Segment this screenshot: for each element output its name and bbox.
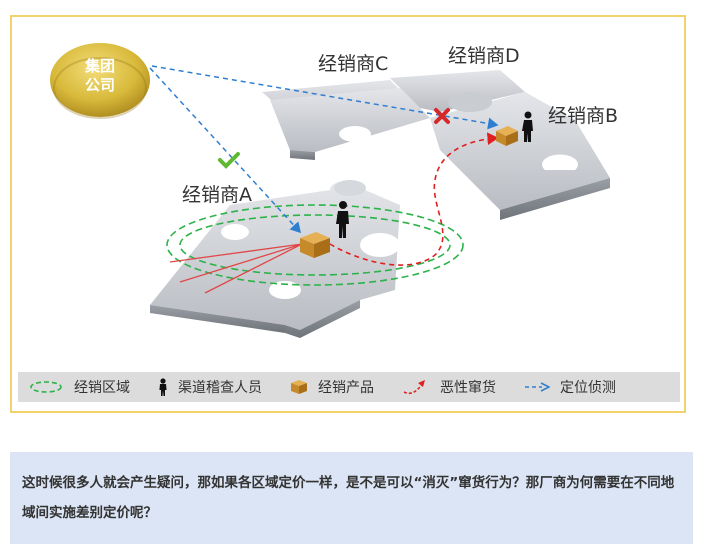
legend-item-detection: 定位侦测	[524, 377, 616, 397]
legend-label: 定位侦测	[560, 380, 616, 396]
legend-item-cross-region: 恶性窜货	[402, 377, 496, 397]
legend-bar: 经销区域 渠道稽查人员 经销产品 恶性窜货 定位侦测	[18, 372, 680, 402]
question-text: 这时候很多人就会产生疑问，那如果各区域定价一样，是不是可以“消灭”窜货行为？那厂…	[22, 475, 675, 521]
company-label-line1: 集团	[84, 57, 115, 75]
cross-icon	[434, 108, 450, 124]
sales-zone-ellipse-inner	[179, 214, 451, 276]
legend-label: 恶性窜货	[440, 380, 496, 396]
puzzle-piece-d	[390, 70, 525, 112]
dashed-ellipse-icon	[28, 380, 64, 394]
dealer-d-label: 经销商D	[448, 45, 520, 67]
detect-arrow-to-a	[149, 67, 302, 234]
cross-region-route	[329, 132, 499, 266]
question-block: 这时候很多人就会产生疑问，那如果各区域定价一样，是不是可以“消灭”窜货行为？那厂…	[10, 452, 693, 544]
red-curve-arrow-icon	[402, 378, 430, 396]
person-icon	[158, 378, 168, 396]
company-label-line2: 公司	[85, 76, 115, 94]
legend-item-product: 经销产品	[290, 377, 374, 397]
legend-item-sales-zone: 经销区域	[28, 377, 130, 397]
dealer-c-label: 经销商C	[318, 53, 388, 75]
legend-label: 经销区域	[74, 380, 130, 396]
dealer-a-label: 经销商A	[182, 184, 252, 206]
company-badge: 集团 公司	[50, 43, 150, 119]
inspector-a-icon	[336, 201, 349, 238]
box-icon	[290, 379, 308, 395]
product-box-b-icon	[496, 126, 518, 146]
check-icon	[218, 152, 240, 169]
puzzle-piece-c	[262, 80, 430, 160]
sales-coverage-lines	[169, 243, 303, 294]
dealer-b-label: 经销商B	[548, 105, 618, 127]
puzzle-diagram: 集团 公司 经销商A 经销商B 经销商C 经销商D	[50, 43, 618, 338]
legend-label: 经销产品	[318, 380, 374, 396]
inspector-b-icon	[522, 111, 533, 142]
puzzle-hole	[339, 126, 371, 142]
puzzle-knob	[448, 92, 492, 112]
blue-dashed-arrow-icon	[524, 382, 550, 392]
product-box-a-icon	[300, 232, 330, 258]
legend-item-inspector: 渠道稽查人员	[158, 377, 262, 397]
legend-label: 渠道稽查人员	[178, 380, 262, 396]
sales-zone-ellipse-outer	[166, 204, 464, 286]
